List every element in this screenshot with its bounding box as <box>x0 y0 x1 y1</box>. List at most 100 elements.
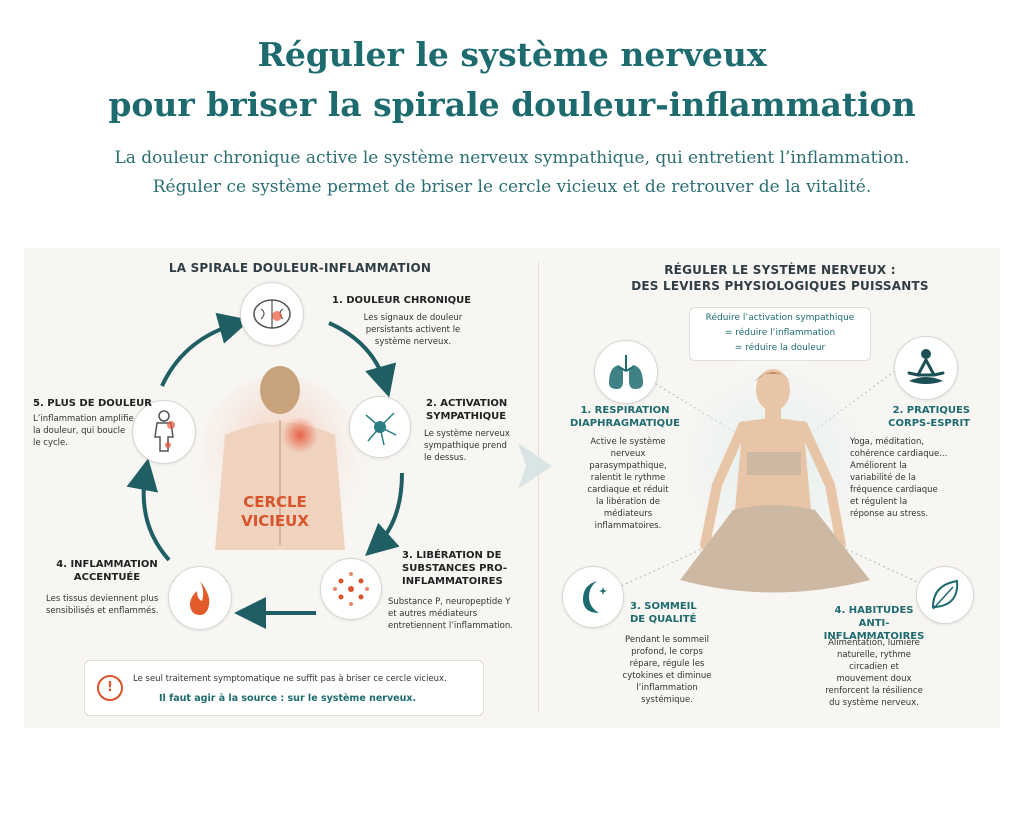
step1-text-line: système nerveux. <box>374 337 452 347</box>
lever3-title: 3. SOMMEIL DE QUALITÉ <box>630 600 697 626</box>
levers-title: RÉGULER LE SYSTÈME NERVEUX : DES LEVIERS… <box>600 262 960 294</box>
step2-title-line: 2. ACTIVATION <box>426 398 508 409</box>
warning-icon: ! <box>97 675 123 701</box>
step4-text: Les tissus deviennent plus sensibilisés … <box>46 593 176 617</box>
step2-title: 2. ACTIVATION SYMPATHIQUE <box>426 397 507 423</box>
warning-box: ! Le seul traitement symptomatique ne su… <box>84 660 484 716</box>
step3-title-line: INFLAMMATOIRES <box>402 576 503 587</box>
step3-text: Substance P, neuropeptide Y et autres mé… <box>388 596 528 632</box>
step1-text-line: persistants activent le <box>365 325 461 335</box>
lever4-text: Alimentation, lumière naturelle, rythme … <box>804 637 944 709</box>
lever2-title-line: CORPS-ESPRIT <box>888 418 970 429</box>
step5-icon-circle <box>132 400 196 464</box>
step2-title-line: SYMPATHIQUE <box>426 411 507 422</box>
lever3-title-line: 3. SOMMEIL <box>630 601 697 612</box>
lever4-text-line: naturelle, rythme <box>837 650 911 660</box>
meditation-icon <box>907 349 945 384</box>
lever4-text-line: Alimentation, lumière <box>828 638 920 648</box>
warning-emphasis: Il faut agir à la source : sur le systèm… <box>159 693 417 704</box>
lever3-text-line: Pendant le sommeil <box>625 635 709 645</box>
step3-text-line: et autres médiateurs <box>388 609 478 619</box>
step5-text-line: la douleur, qui boucle <box>33 426 126 436</box>
lever2-title-line: 2. PRATIQUES <box>892 405 970 416</box>
lever3-text-line: cytokines et diminue <box>622 671 712 681</box>
step2-text-line: le dessus. <box>424 453 467 463</box>
step4-text-line: sensibilisés et enflammés. <box>46 606 159 616</box>
lever4-text-line: renforcent la résilience <box>825 686 923 696</box>
lever3-text-line: l’inflammation <box>636 683 698 693</box>
levers-title-line2: DES LEVIERS PHYSIOLOGIQUES PUISSANTS <box>631 279 929 293</box>
lever2-text-line: cohérence cardiaque... <box>850 449 948 459</box>
step1-title: 1. DOULEUR CHRONIQUE <box>332 295 472 306</box>
lever1-text-line: la libération de <box>596 497 660 507</box>
step3-text-line: entretiennent l’inflammation. <box>388 621 513 631</box>
step2-text-line: Le système nerveux <box>424 429 510 439</box>
lever1-icon-circle <box>594 340 658 404</box>
lever3-text-line: répare, régule les <box>629 659 705 669</box>
lever1-text-line: médiateurs <box>603 509 653 519</box>
lever4-title-line: 4. HABITUDES <box>834 605 914 616</box>
step5-text-line: L’inflammation amplifie <box>33 414 134 424</box>
lever2-text-line: fréquence cardiaque <box>850 485 938 495</box>
body-pain-icon <box>154 410 175 452</box>
step5-text-line: le cycle. <box>33 438 68 448</box>
subtitle-line1: La douleur chronique active le système n… <box>114 148 910 168</box>
step3-icon-circle <box>320 558 382 620</box>
lever4-icon-circle <box>916 566 974 624</box>
equation-line: = réduire la douleur <box>734 343 826 353</box>
lever1-text-line: cardiaque et réduit <box>587 485 669 495</box>
step4-icon-circle <box>168 566 232 630</box>
spiral-title: LA SPIRALE DOULEUR-INFLAMMATION <box>168 261 432 275</box>
lever2-icon-circle <box>894 336 958 400</box>
lever1-text-line: ralentit le rythme <box>590 473 666 483</box>
lever3-text: Pendant le sommeil profond, le corps rép… <box>612 634 722 706</box>
lever2-text-line: Yoga, méditation, <box>850 437 925 447</box>
lever4-title: 4. HABITUDES ANTI-INFLAMMATOIRES <box>814 604 934 643</box>
particles-icon <box>333 572 369 606</box>
step3-title: 3. LIBÉRATION DE SUBSTANCES PRO- INFLAMM… <box>402 549 507 588</box>
flame-icon <box>190 581 210 615</box>
step1-text: Les signaux de douleur persistants activ… <box>348 312 478 348</box>
subtitle-line2: Réguler ce système permet de briser le c… <box>152 177 872 197</box>
equation-box: Réduire l’activation sympathique = rédui… <box>689 307 871 361</box>
lungs-icon <box>609 355 643 389</box>
lever1-text: Active le système nerveux parasympathiqu… <box>578 436 678 532</box>
moon-icon <box>583 581 607 613</box>
lever3-icon-circle <box>562 566 624 628</box>
equation-line: Réduire l’activation sympathique <box>705 313 855 323</box>
lever2-text-line: variabilité de la <box>850 473 916 483</box>
page-title-line2: pour briser la spirale douleur-inflammat… <box>108 85 916 124</box>
lever4-text-line: mouvement doux <box>836 674 912 684</box>
step1-icon-circle <box>240 282 304 346</box>
page-title: Réguler le système nerveux <box>257 35 767 74</box>
neuron-icon <box>365 412 397 446</box>
step5-text: L’inflammation amplifie la douleur, qui … <box>33 413 143 449</box>
lever2-text-line: réponse au stress. <box>850 509 929 519</box>
equation-line: = réduire l’inflammation <box>724 328 836 338</box>
step4-title-line: ACCENTUÉE <box>73 572 141 583</box>
lever3-text-line: profond, le corps <box>631 647 703 657</box>
warning-text: Le seul traitement symptomatique ne suff… <box>133 674 447 684</box>
step3-title-line: 3. LIBÉRATION DE <box>402 550 502 561</box>
lever3-title-line: DE QUALITÉ <box>630 614 697 625</box>
levers-title-line1: RÉGULER LE SYSTÈME NERVEUX : <box>664 263 896 277</box>
step2-icon-circle <box>349 396 411 458</box>
lever1-text-line: Active le système <box>590 437 666 447</box>
step4-title-line: 4. INFLAMMATION <box>56 559 158 570</box>
step3-title-line: SUBSTANCES PRO- <box>402 563 508 574</box>
step3-text-line: Substance P, neuropeptide Y <box>388 597 511 607</box>
back-figure-illustration <box>195 366 365 560</box>
step4-title: 4. INFLAMMATION ACCENTUÉE <box>42 558 172 584</box>
step1-text-line: Les signaux de douleur <box>363 313 463 323</box>
lever1-text-line: parasympathique, <box>589 461 667 471</box>
lever1-text-line: nerveux <box>610 449 646 459</box>
lever4-title-line: ANTI-INFLAMMATOIRES <box>823 618 925 642</box>
lever1-title-line: 1. RESPIRATION <box>580 405 670 416</box>
lever2-text-line: et régulent la <box>850 497 908 507</box>
lever2-text-line: Améliorent la <box>850 461 907 471</box>
panel-divider <box>538 262 539 712</box>
lever4-text-line: du système nerveux. <box>829 698 919 708</box>
lever2-text: Yoga, méditation, cohérence cardiaque...… <box>850 436 972 520</box>
lever1-title-line: DIAPHRAGMATIQUE <box>570 418 681 429</box>
lever3-text-line: systémique. <box>641 695 693 705</box>
